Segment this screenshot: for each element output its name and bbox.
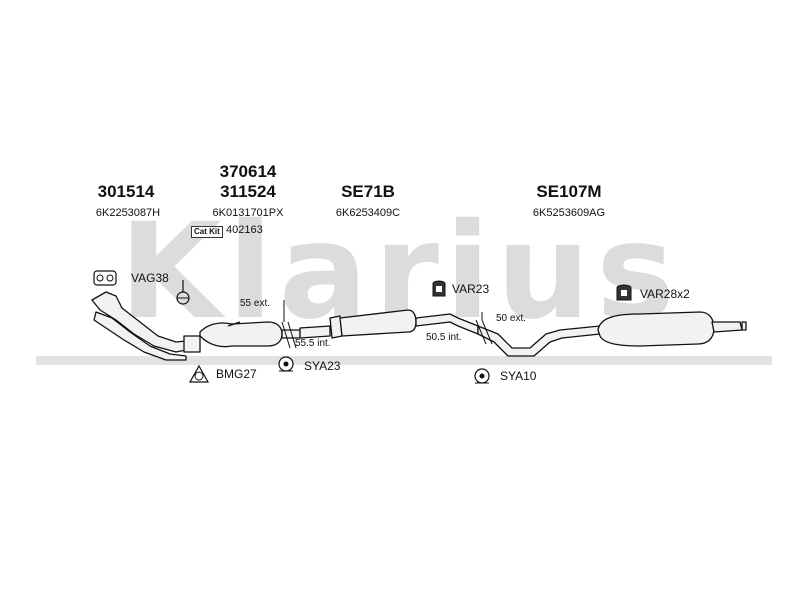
oem-number-6K2253087H: 6K2253087H	[95, 207, 161, 219]
oem-number-6K0131701PX: 6K0131701PX	[212, 207, 284, 219]
front-pipe	[91, 291, 201, 361]
fitting-label-var28x2: VAR28x2	[640, 287, 690, 301]
part-number-370614: 370614	[219, 162, 277, 181]
fitting-label-sya23: SYA23	[304, 359, 341, 373]
fitting-label-var23: VAR23	[452, 282, 490, 296]
rubber-mount-icon	[278, 356, 294, 372]
part-number-301514: 301514	[97, 182, 155, 201]
rear-section	[477, 311, 747, 357]
fitting-label-sya10: SYA10	[500, 369, 537, 383]
cat-kit-number: 402163	[226, 224, 263, 236]
gasket-icon	[93, 270, 117, 286]
rubber-mount-icon	[474, 368, 490, 384]
flange-gasket-icon	[188, 364, 210, 383]
catalytic-converter	[199, 321, 301, 348]
hanger-icon	[432, 280, 446, 297]
dimension-50-ext: 50 ext.	[496, 313, 527, 324]
part-number-SE107M: SE107M	[536, 182, 602, 201]
part-number-311524: 311524	[220, 182, 276, 201]
dimension-50-5-int: 50.5 int.	[426, 332, 462, 343]
dimension-55-5-int: 55.5 int.	[295, 338, 331, 349]
hanger-icon	[616, 284, 632, 301]
watermark-underline	[36, 356, 772, 365]
oem-number-6K5253609AG: 6K5253609AG	[532, 207, 606, 219]
fitting-label-vag38: VAG38	[131, 271, 169, 285]
cat-kit-badge: Cat Kit	[191, 226, 223, 238]
oem-number-6K6253409C: 6K6253409C	[335, 207, 401, 219]
fitting-label-bmg27: BMG27	[216, 367, 257, 381]
dimension-55-ext: 55 ext.	[240, 298, 271, 309]
part-number-SE71B: SE71B	[341, 182, 395, 201]
clamp-icon	[176, 280, 190, 305]
